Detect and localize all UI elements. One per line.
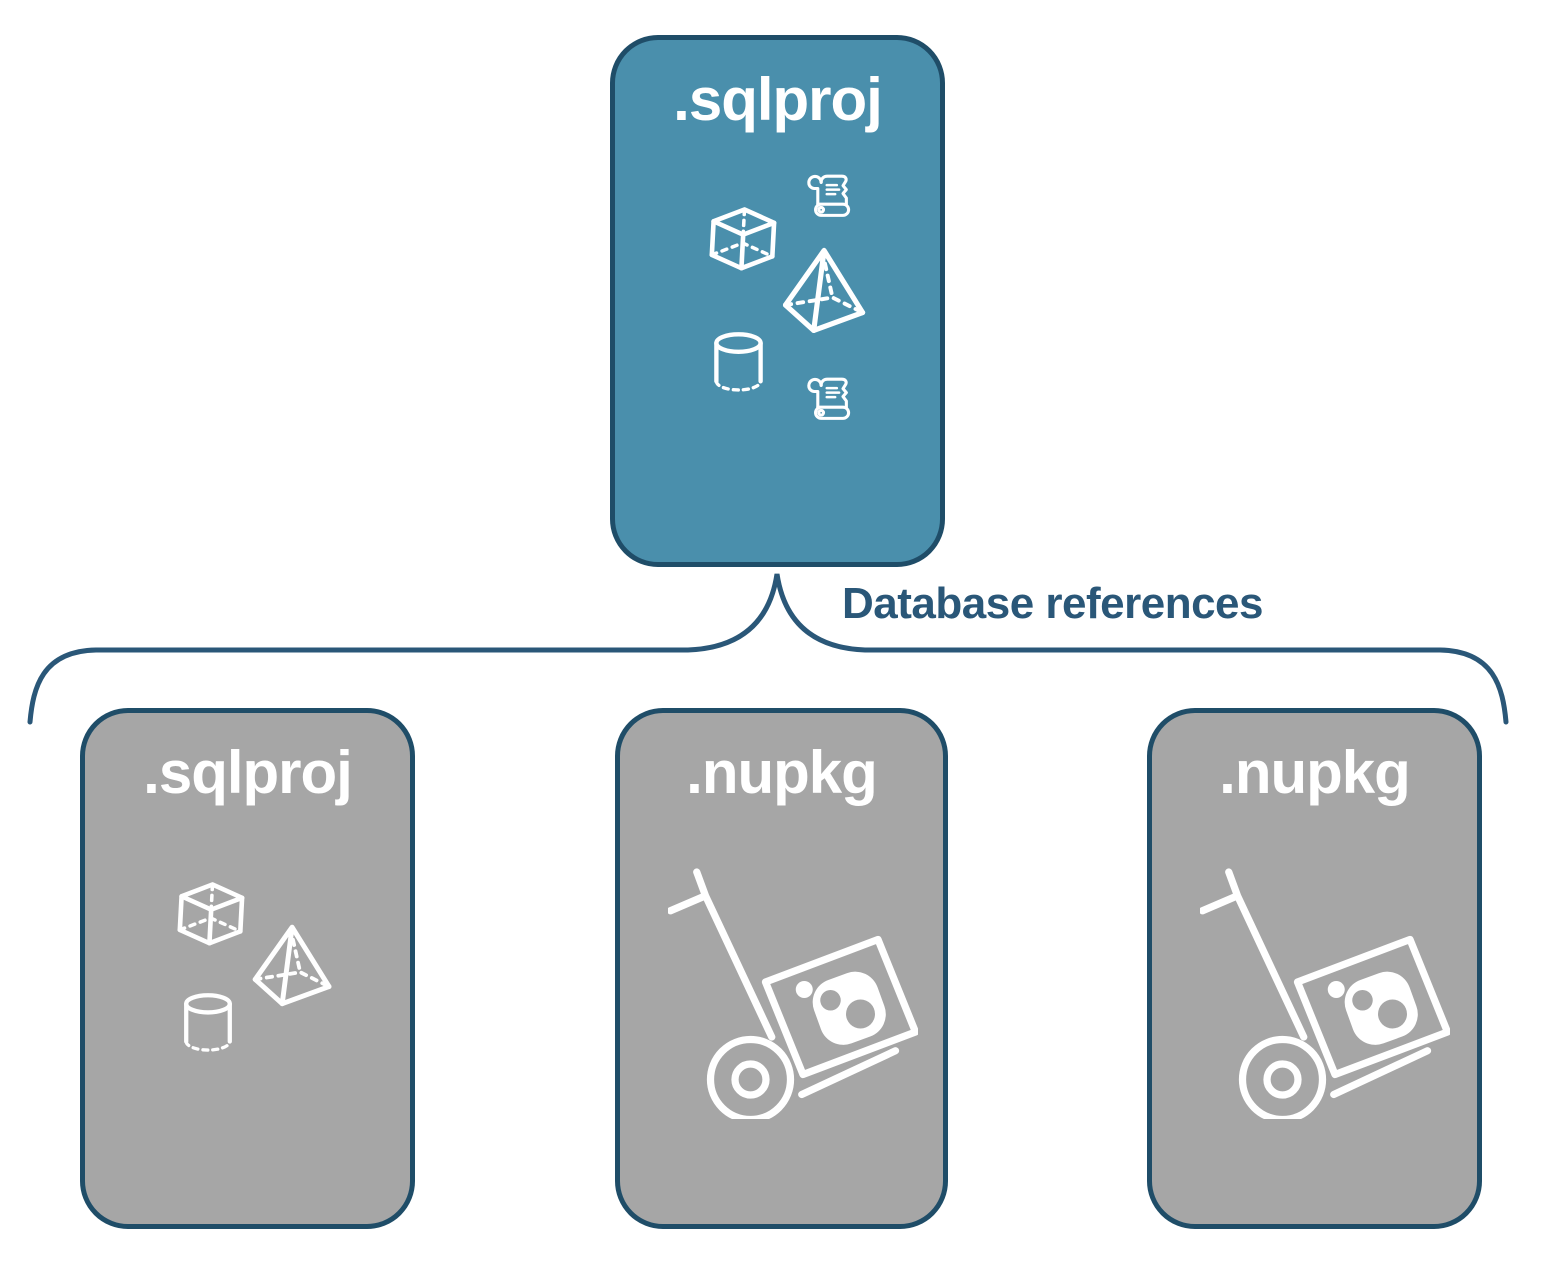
- pyramid-icon: [243, 920, 343, 1010]
- brace-path: [27, 573, 1509, 725]
- nuget-hand-truck-icon: [668, 865, 918, 1119]
- child-box-sqlproj: .sqlproj: [80, 708, 415, 1229]
- parent-box-sqlproj: .sqlproj: [610, 35, 945, 567]
- child-box-label: .nupkg: [1219, 739, 1411, 806]
- child-box-label: .nupkg: [686, 739, 878, 806]
- connector-label: Database references: [842, 579, 1263, 628]
- cube-icon: [168, 871, 254, 955]
- child-box-nupkg: .nupkg: [1147, 708, 1482, 1229]
- script-scroll-icon: [800, 170, 858, 226]
- parent-box-label: .sqlproj: [673, 66, 883, 133]
- pyramid-icon: [773, 243, 877, 337]
- child-box-nupkg: .nupkg: [615, 708, 948, 1229]
- child-box-label: .sqlproj: [143, 739, 353, 806]
- script-scroll-icon: [800, 373, 858, 429]
- cylinder-icon: [705, 325, 772, 400]
- cylinder-icon: [175, 986, 241, 1060]
- nuget-hand-truck-icon: [1200, 865, 1450, 1119]
